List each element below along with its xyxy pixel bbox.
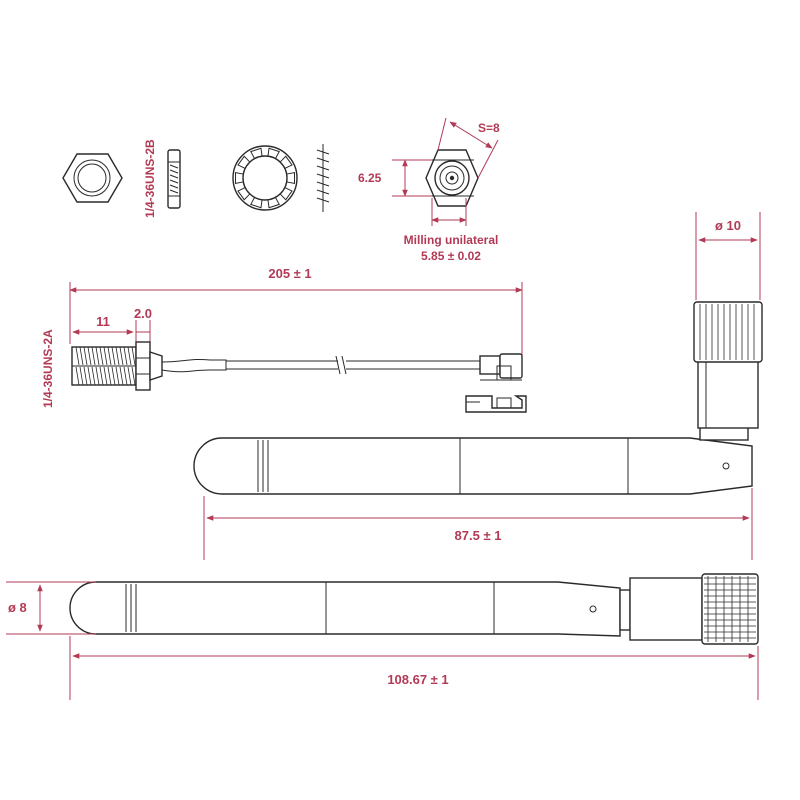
ipex-connector-top-view — [465, 395, 527, 413]
hex-size-label: S=8 — [478, 121, 500, 135]
folded-length-label: 87.5 ± 1 — [455, 528, 502, 543]
body-diameter-dimension — [6, 581, 96, 635]
straight-antenna — [69, 573, 759, 645]
straight-length-label: 108.67 ± 1 — [387, 672, 448, 687]
hex-size-dimension — [437, 117, 499, 179]
lock-washer-front-view — [232, 145, 298, 211]
thread-length-label: 11 — [96, 314, 110, 329]
straight-length-dimension — [69, 636, 759, 700]
ipex-connector-side-view — [479, 353, 523, 381]
milling-label-line2: 5.85 ± 0.02 — [421, 249, 481, 263]
body-diameter-label: ø 8 — [8, 600, 27, 615]
milling-label-line1: Milling unilateral — [404, 233, 499, 247]
thread-nut-label: 1/4-36UNS-2B — [143, 139, 157, 218]
flat-height-label: 6.25 — [358, 171, 382, 185]
sma-jack-front-view — [425, 149, 479, 207]
sma-jack-connector-side-view — [71, 341, 227, 391]
flat-height-dimension — [392, 159, 432, 197]
coaxial-cable — [226, 355, 480, 375]
milling-dimension — [431, 198, 467, 226]
knurl-diameter-dimension — [695, 212, 761, 300]
thread-jack-label: 1/4-36UNS-2A — [41, 329, 55, 408]
lock-washer-side-view — [316, 144, 330, 212]
cable-length-label: 205 ± 1 — [268, 266, 311, 281]
folded-antenna — [193, 301, 763, 495]
hex-nut-side-view — [167, 149, 181, 209]
knurl-diameter-label: ø 10 — [715, 218, 741, 233]
flange-width-label: 2.0 — [134, 306, 152, 321]
folded-length-dimension — [203, 488, 753, 560]
hex-nut-front-view — [62, 153, 123, 203]
thread-length-dimension — [69, 320, 151, 344]
